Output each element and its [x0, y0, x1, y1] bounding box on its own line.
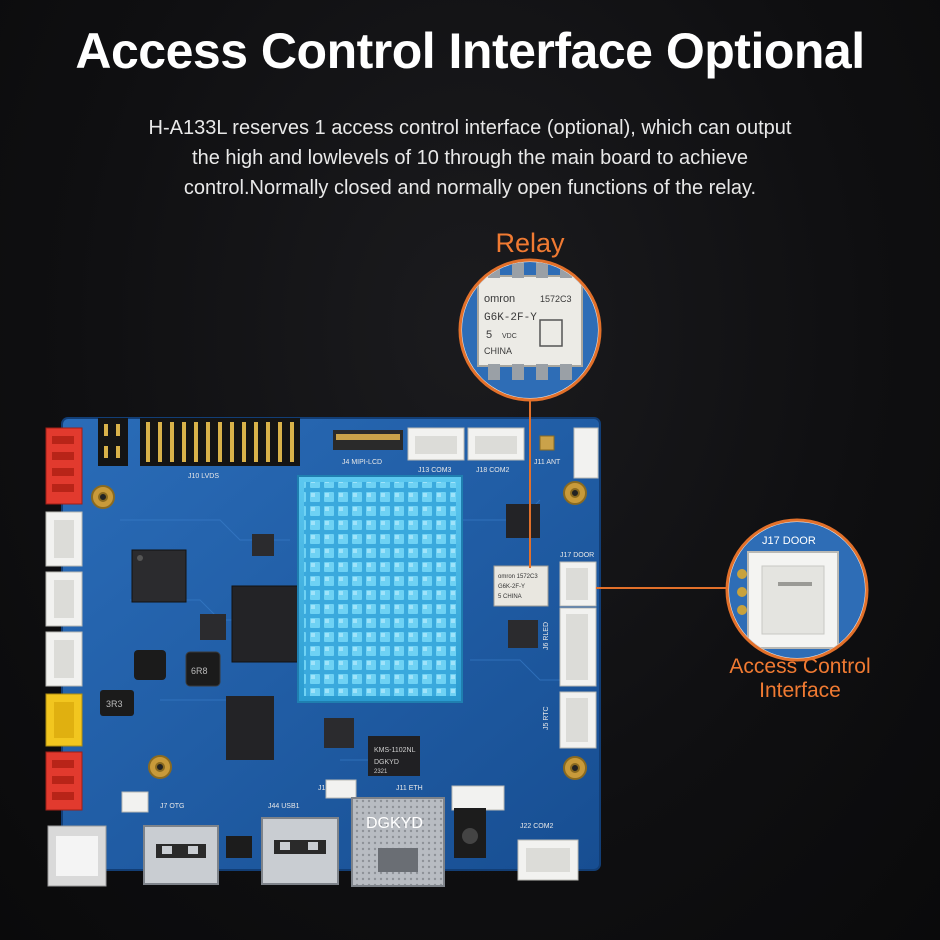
access-control-zoom-callout: J17 DOOR — [725, 518, 869, 662]
label-rtc: J5 RTC — [543, 706, 550, 730]
svg-text:5 CHINA: 5 CHINA — [498, 594, 522, 600]
relay-label: Relay — [495, 228, 565, 258]
label-lvds: J10 LVDS — [188, 473, 219, 480]
label-magnetics-part: KMS-1102NL — [374, 747, 416, 754]
label-usb1: J44 USB1 — [268, 803, 300, 810]
label-otg: J7 OTG — [160, 803, 185, 810]
ics: 6R8 3R3 KMS-1102NL DGKYD 2321 — [100, 504, 540, 776]
description-line-2: the high and lowlevels of 10 through the… — [192, 147, 748, 169]
relay-chip-code: 1572C3 — [540, 294, 572, 304]
relay-chip-voltage: 5 — [486, 329, 492, 341]
label-rj45-brand: DGKYD — [366, 815, 423, 832]
access-control-label-line-1: Access Control — [729, 655, 871, 678]
access-control-label-line-2: Interface — [759, 679, 841, 702]
label-magnetics-code: 2321 — [374, 769, 388, 775]
relay-chip-model: G6K-2F-Y — [484, 312, 537, 324]
description-line-1: H-A133L reserves 1 access control interf… — [148, 117, 792, 139]
relay-on-board: omron 1572C3 G6K-2F-Y 5 CHINA — [493, 565, 549, 607]
mipi-connector: J4 MIPI-LCD — [333, 430, 403, 466]
label-ant: J11 ANT — [534, 459, 561, 466]
label-inductor: 6R8 — [191, 666, 208, 676]
leader-lines — [529, 398, 729, 589]
page-title: Access Control Interface Optional — [75, 23, 865, 79]
svg-text:omron 1572C3: omron 1572C3 — [498, 574, 538, 580]
label-eth: J11 ETH — [396, 785, 423, 792]
heatsink — [297, 475, 463, 703]
relay-chip-brand: omron — [484, 293, 515, 305]
label-rled: J6 RLED — [543, 622, 550, 650]
top-connectors: J13 COM3 J18 COM2 J11 ANT — [407, 427, 599, 479]
relay-zoom-callout: omron 1572C3 G6K-2F-Y 5 VDC CHINA — [458, 258, 602, 402]
pin-header: J10 LVDS — [98, 418, 300, 480]
right-connectors: J17 DOOR J6 RLED J5 RTC — [543, 552, 597, 749]
label-mipi: J4 MIPI-LCD — [342, 459, 382, 466]
label-door: J17 DOOR — [560, 552, 594, 559]
relay-chip-vdc: VDC — [502, 333, 517, 340]
label-magnetics: DGKYD — [374, 759, 399, 766]
svg-text:G6K-2F-Y: G6K-2F-Y — [498, 584, 525, 590]
description-line-3: control.Normally closed and normally ope… — [183, 177, 757, 199]
door-connector-label: J17 DOOR — [762, 535, 816, 547]
access-control-label: Access Control Interface — [700, 655, 900, 703]
label-inductor-2: 3R3 — [106, 699, 123, 709]
label-com3: J13 COM3 — [418, 467, 452, 474]
left-connectors — [45, 427, 107, 887]
description: H-A133L reserves 1 access control interf… — [70, 113, 870, 203]
bottom-connectors: J7 OTG J44 USB1 J13 POE J11 ETH DGKYD J2… — [121, 779, 579, 887]
relay-chip-origin: CHINA — [484, 346, 512, 356]
label-com2-bottom: J22 COM2 — [520, 823, 554, 830]
label-com2: J18 COM2 — [476, 467, 510, 474]
